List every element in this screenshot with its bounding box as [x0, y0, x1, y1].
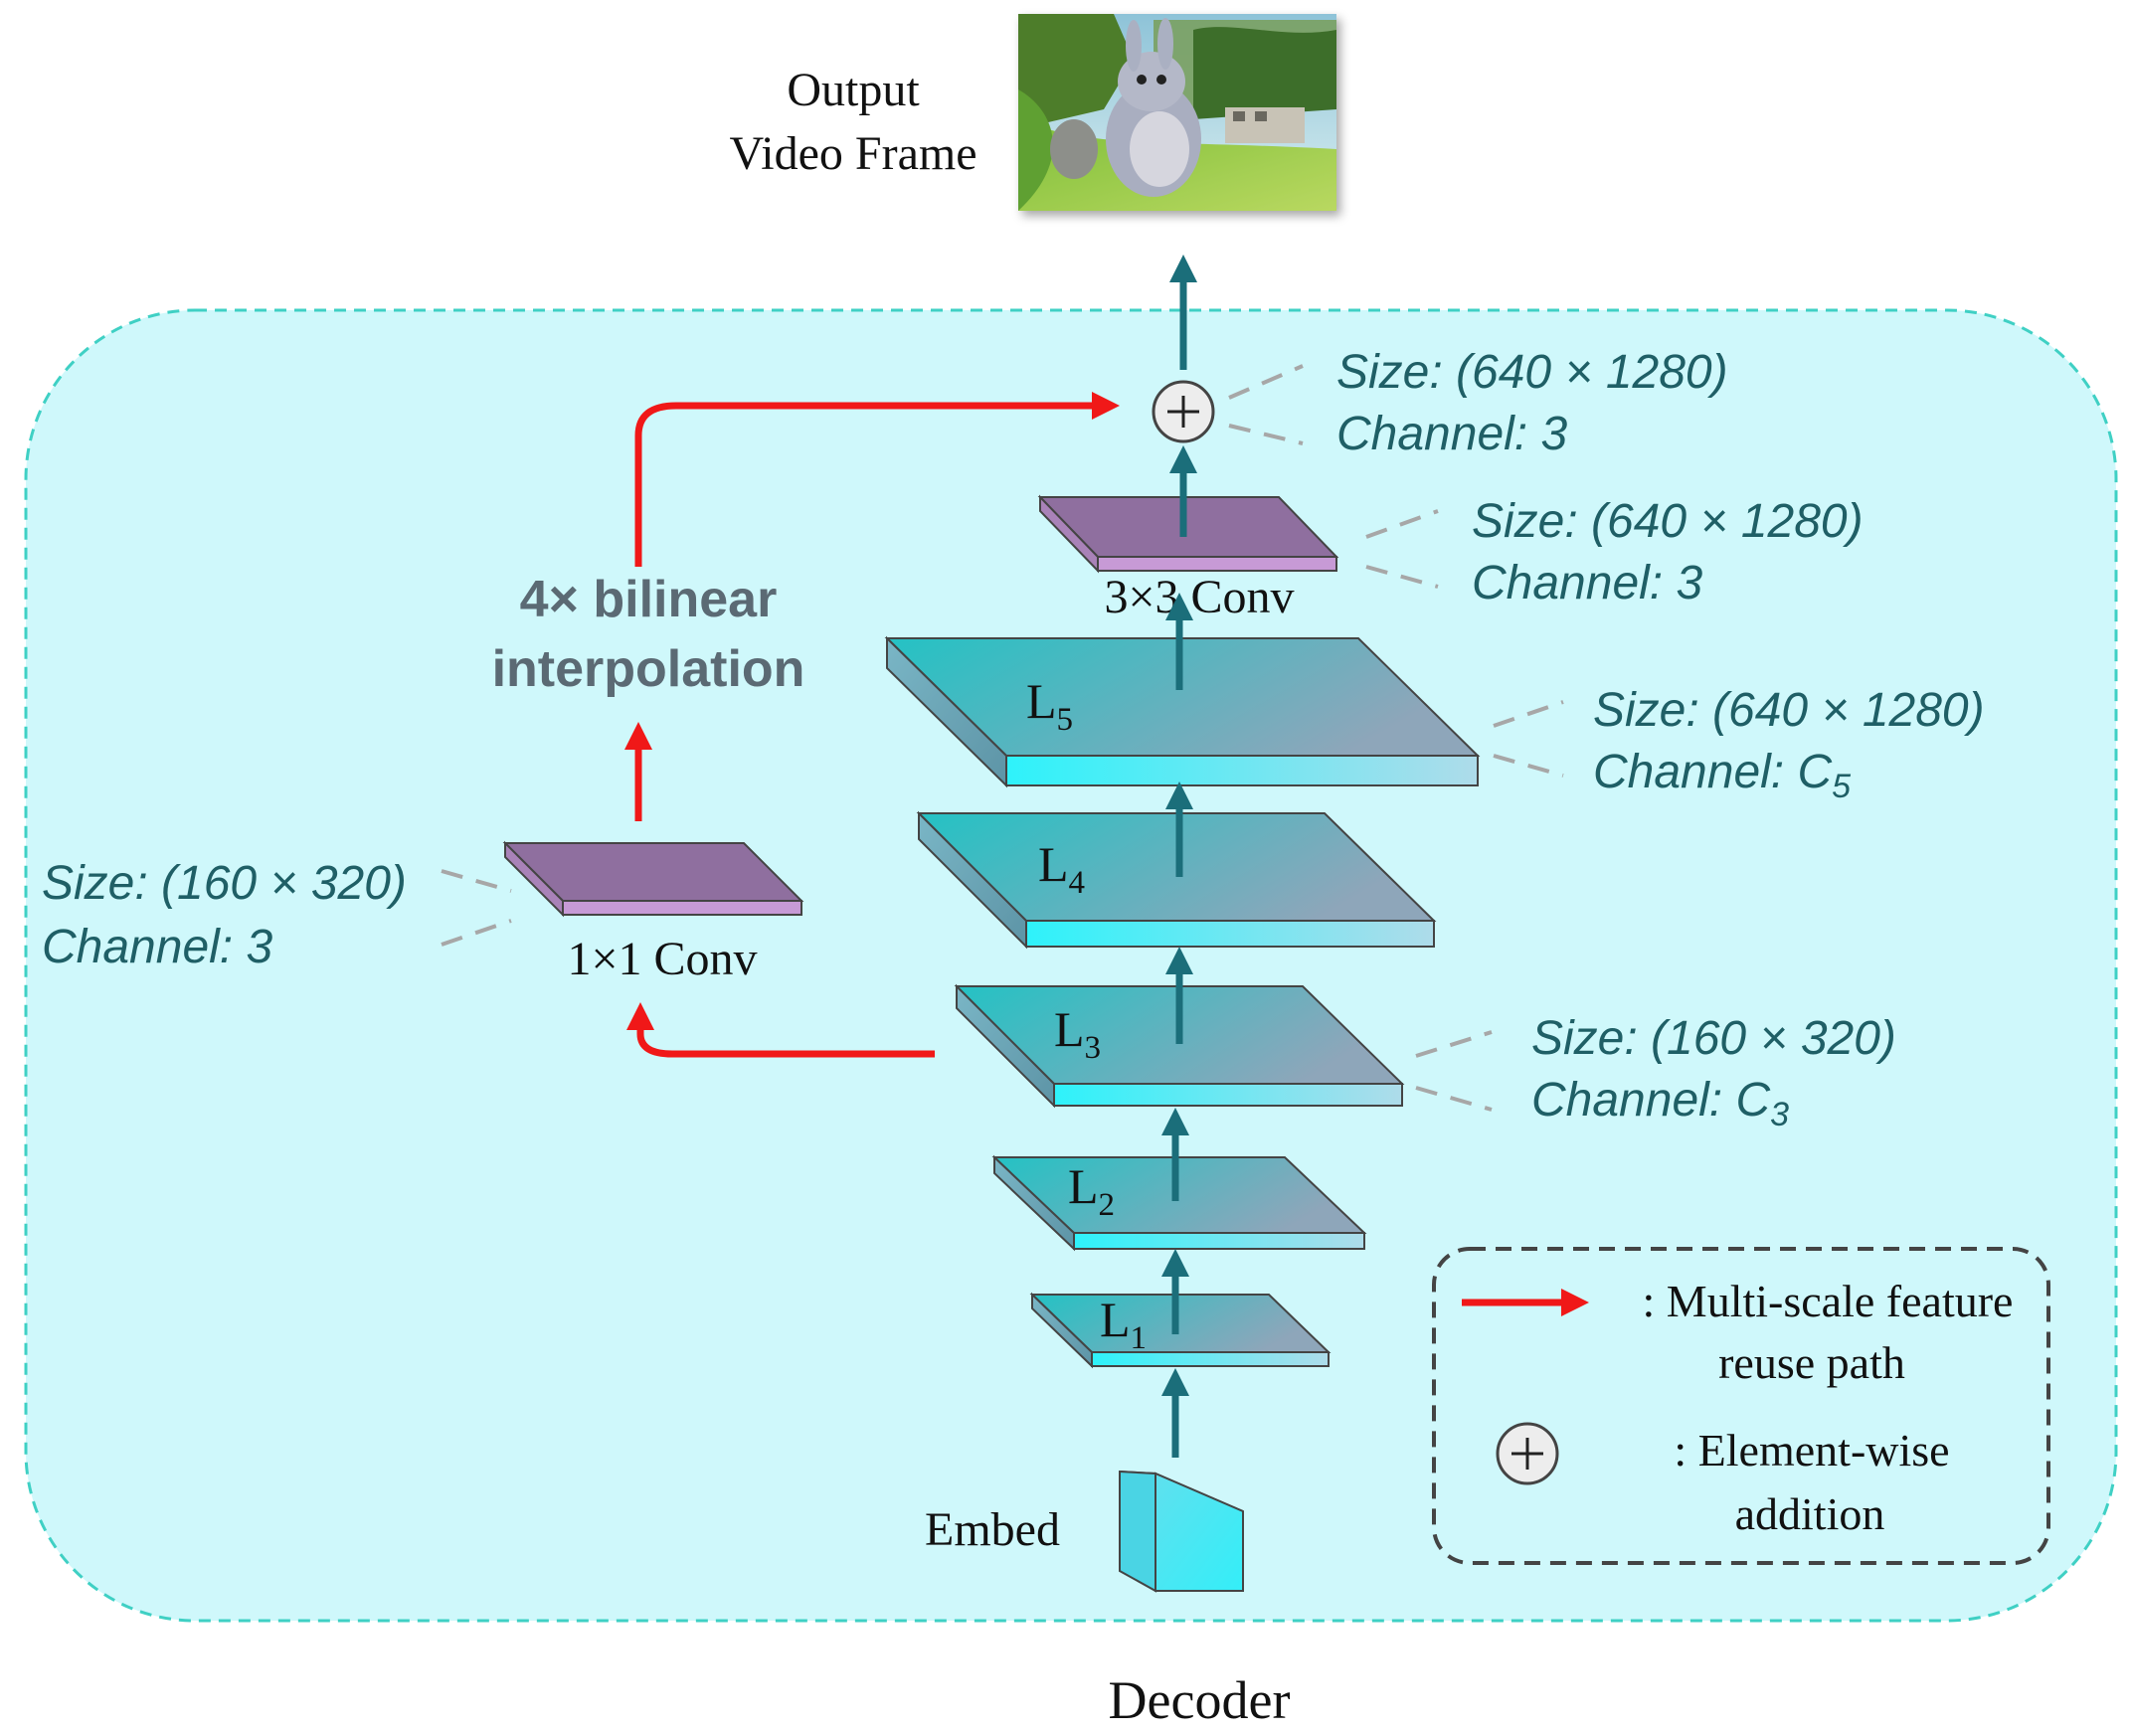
- interp-label-line2: interpolation: [492, 640, 805, 698]
- output-label-line1: Output: [787, 64, 920, 116]
- diagram-caption: Decoder: [1109, 1670, 1291, 1730]
- l3-channel-annotation: Channel: C3: [1531, 1074, 1789, 1133]
- layer-L1-label: L1: [1100, 1292, 1147, 1356]
- layer-L1: [1029, 1292, 1332, 1369]
- legend-add-icon: [1496, 1422, 1559, 1485]
- layer-L2: [991, 1154, 1367, 1252]
- add-size-annotation: Size: (640 × 1280): [1336, 346, 1728, 399]
- layer-L4-label: L4: [1038, 836, 1085, 901]
- conv3x3-label: 3×3 Conv: [1104, 571, 1294, 623]
- embed-label: Embed: [925, 1503, 1060, 1556]
- conv3-channel-annotation: Channel: 3: [1472, 557, 1702, 609]
- l5-channel-annotation: Channel: C5: [1593, 746, 1851, 805]
- output-frame-image: [1018, 14, 1336, 211]
- annotation-connectors: [441, 364, 1564, 1112]
- output-label-line2: Video Frame: [729, 127, 977, 180]
- decoder-panel: [24, 308, 2118, 1623]
- conv1x1-block: [502, 840, 804, 918]
- interp-label-line1: 4× bilinear: [520, 571, 778, 628]
- l3-size-annotation: Size: (160 × 320): [1531, 1012, 1896, 1065]
- layer-L2-label: L2: [1068, 1158, 1115, 1223]
- add-channel-annotation: Channel: 3: [1336, 408, 1567, 460]
- legend-add-text-line1: : Element-wise: [1674, 1425, 1949, 1476]
- layer-L5-label: L5: [1026, 673, 1073, 738]
- element-wise-add-node: [1152, 380, 1215, 443]
- legend-arrow-text-line2: reuse path: [1718, 1337, 1905, 1388]
- embed-cube: [1119, 1470, 1244, 1593]
- layer-L3: [954, 983, 1405, 1109]
- legend-arrow-text-line1: : Multi-scale feature: [1643, 1276, 2014, 1326]
- layer-L3-label: L3: [1054, 1001, 1101, 1066]
- conv3-size-annotation: Size: (640 × 1280): [1472, 495, 1864, 548]
- legend-add-text-line2: addition: [1735, 1488, 1885, 1539]
- reuse-path-L3-to-conv1: [626, 1002, 935, 1058]
- reuse-path-interp-to-add: [634, 392, 1120, 567]
- conv3x3-block: [1037, 494, 1339, 574]
- l5-size-annotation: Size: (640 × 1280): [1593, 684, 1985, 737]
- conv1-channel-annotation: Channel: 3: [42, 921, 272, 973]
- conv1-size-annotation: Size: (160 × 320): [42, 857, 407, 910]
- legend-box: [1432, 1247, 2050, 1565]
- layer-L5: [884, 635, 1481, 788]
- conv1x1-label: 1×1 Conv: [567, 933, 757, 985]
